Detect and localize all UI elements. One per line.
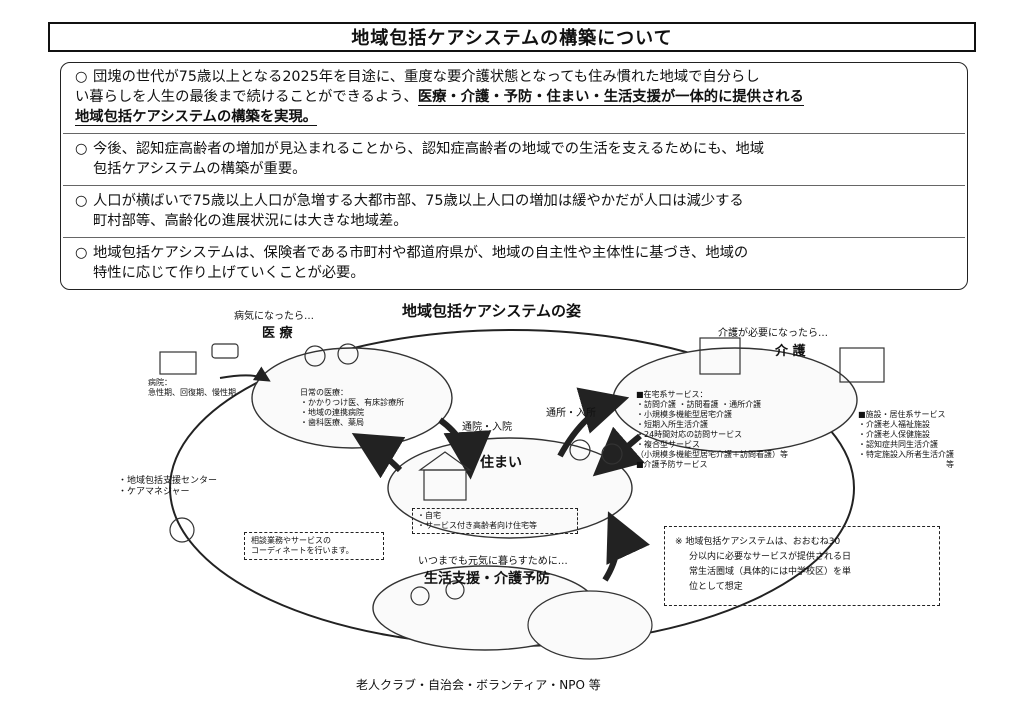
life-when: いつまでも元気に暮らすために…	[418, 556, 568, 567]
visit-left-label: 通院・入院	[462, 422, 512, 433]
point-1: ○団塊の世代が75歳以上となる2025年を目途に、重度な要介護状態となっても住み…	[75, 69, 804, 126]
point-2: ○今後、認知症高齢者の増加が見込まれることから、認知症高齢者の地域での生活を支え…	[75, 141, 765, 177]
divider	[63, 185, 965, 186]
groups-label: 老人クラブ・自治会・ボランティア・NPO 等	[356, 678, 601, 692]
housing-items: ・自宅・サービス付き高齢者向け住宅等	[412, 508, 578, 534]
care-when: 介護が必要になったら…	[718, 328, 828, 339]
care-label: 介 護	[775, 344, 806, 359]
emphasis-text: 地域包括ケアシステムの構築を実現。	[75, 109, 318, 126]
people-icon	[169, 343, 623, 606]
life-label: 生活支援・介護予防	[424, 571, 550, 587]
house-icon	[418, 451, 472, 501]
arrow-housing-to-medical	[351, 433, 406, 479]
divider	[63, 237, 965, 238]
facility-service-text: ■施設・居住系サービス・介護老人福祉施設 ・介護老人保健施設・認知症共同生活介護…	[858, 410, 954, 469]
point-4: ○地域包括ケアシステムは、保険者である市町村や都道府県が、地域の自主性や主体性に…	[75, 245, 749, 281]
housing-label: 住まい	[480, 455, 522, 471]
medical-when: 病気になったら…	[234, 311, 314, 322]
groups-ellipse	[527, 590, 653, 660]
arrow-medical-to-housing	[438, 417, 492, 480]
medical-label: 医 療	[262, 326, 293, 341]
consult-box: 相談業務やサービスのコーディネートを行います。	[244, 532, 384, 560]
home-service-text: ■在宅系サービス：・訪問介護 ・訪問看護 ・通所介護 ・小規模多機能型居宅介護・…	[636, 390, 788, 469]
summary-box: ○団塊の世代が75歳以上となる2025年を目途に、重度な要介護状態となっても住み…	[60, 62, 968, 290]
hospital-text: 病院：急性期、回復期、慢性期	[148, 378, 236, 397]
visit-right-label: 通所・入所	[546, 408, 596, 419]
arrow-care-to-housing	[592, 426, 645, 477]
diagram-title: 地域包括ケアシステムの姿	[402, 302, 581, 320]
page-title: 地域包括ケアシステムの構築について	[48, 22, 976, 52]
emphasis-text: 医療・介護・予防・住まい・生活支援が一体的に提供される	[417, 89, 804, 106]
care-facility-icon	[699, 337, 885, 383]
arrow-hospital-link	[219, 366, 271, 382]
hospital-icon	[159, 343, 239, 375]
divider	[63, 133, 965, 134]
daily-medical-text: 日常の医療：・かかりつけ医、有床診療所 ・地域の連携病院・歯科医療、薬局	[300, 388, 405, 427]
support-center-text: ・地域包括支援センター・ケアマネジャー	[118, 476, 218, 497]
arrow-housing-to-care	[557, 387, 630, 458]
arrow-life-to-housing	[602, 511, 650, 582]
point-3: ○人口が横ばいで75歳以上人口が急増する大都市部、75歳以上人口の増加は緩やかだ…	[75, 193, 744, 229]
note-box: ※ 地域包括ケアシステムは、おおむね30 分以内に必要なサービスが提供される日 …	[664, 526, 940, 606]
